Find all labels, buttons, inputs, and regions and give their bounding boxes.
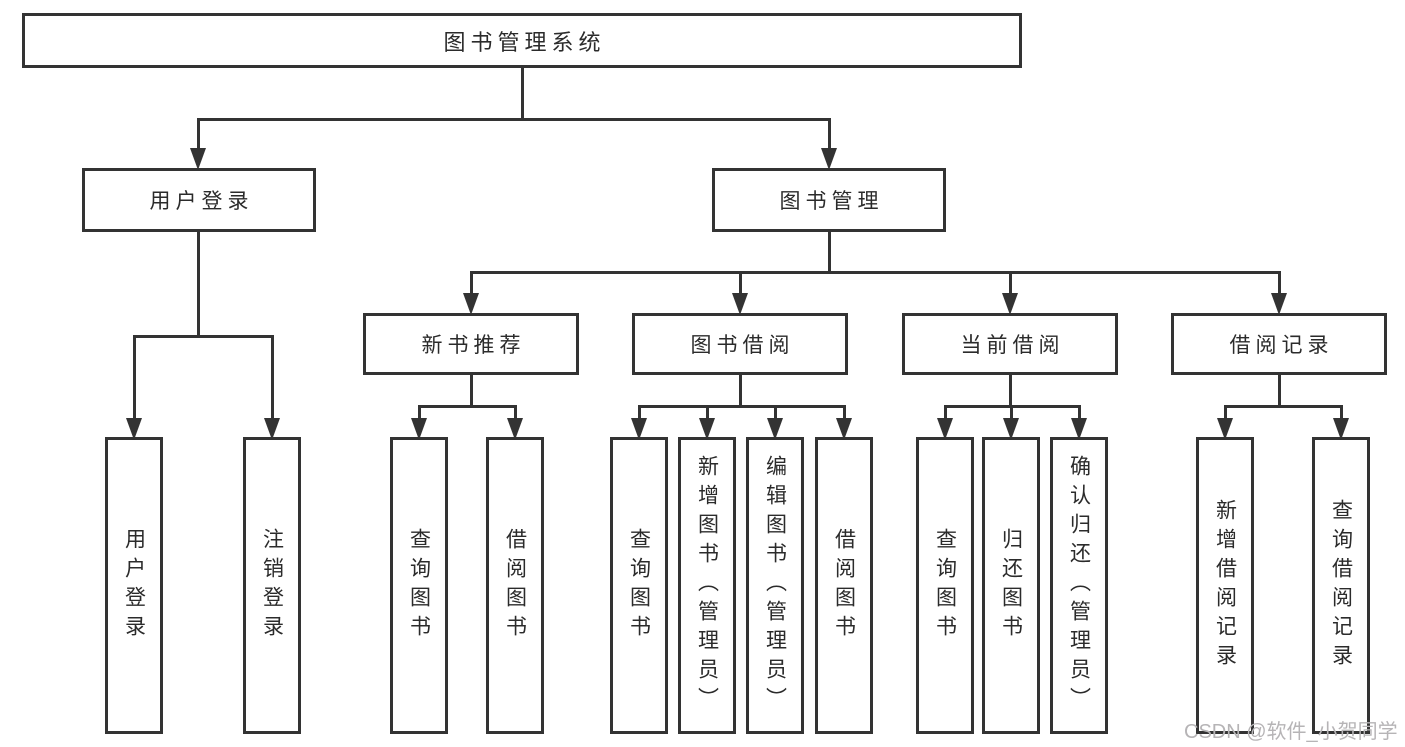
connector-vline	[132, 336, 136, 421]
arrow-down-icon	[937, 418, 953, 440]
leaf-query-books-current: 查询图书	[916, 437, 974, 734]
leaf-add-borrow-record-label: 新增借阅记录	[1213, 498, 1237, 673]
leaf-user-login-label: 用户登录	[122, 527, 146, 644]
leaf-query-books-recommend-label: 查询图书	[407, 527, 431, 644]
node-borrowing-records-label: 借阅记录	[1229, 334, 1334, 357]
arrow-down-icon	[732, 293, 748, 315]
node-book-management-label: 图书管理	[779, 190, 884, 213]
node-current-borrowing-label: 当前借阅	[960, 334, 1065, 357]
node-book-management: 图书管理	[712, 168, 946, 232]
arrow-down-icon	[264, 418, 280, 440]
arrow-down-icon	[507, 418, 523, 440]
leaf-query-books-borrowing: 查询图书	[610, 437, 668, 734]
arrow-down-icon	[1071, 418, 1087, 440]
connector-vline	[417, 406, 421, 421]
arrow-down-icon	[1271, 293, 1287, 315]
connector-vline	[943, 406, 947, 421]
arrow-down-icon	[1333, 418, 1349, 440]
leaf-edit-books-admin: 编辑图书（管理员）	[746, 437, 804, 734]
connector-vline	[637, 406, 641, 421]
connector-vline	[1339, 406, 1343, 421]
connector-vline	[738, 373, 742, 406]
arrow-down-icon	[1217, 418, 1233, 440]
leaf-query-books-current-label: 查询图书	[933, 527, 957, 644]
connector-vline	[196, 232, 200, 336]
arrow-down-icon	[836, 418, 852, 440]
connector-vline	[1009, 406, 1013, 421]
leaf-borrow-books-label: 借阅图书	[832, 527, 856, 644]
arrow-down-icon	[631, 418, 647, 440]
node-book-borrowing-label: 图书借阅	[690, 334, 795, 357]
connector-hline	[417, 404, 517, 408]
leaf-query-borrow-record-label: 查询借阅记录	[1329, 498, 1353, 673]
connector-vline	[827, 232, 831, 272]
leaf-logout-label: 注销登录	[260, 527, 284, 644]
arrow-down-icon	[1003, 418, 1019, 440]
leaf-logout: 注销登录	[243, 437, 301, 734]
connector-vline	[705, 406, 709, 421]
connector-hline	[637, 404, 846, 408]
connector-hline	[132, 334, 274, 338]
arrow-down-icon	[1002, 293, 1018, 315]
node-book-borrowing: 图书借阅	[632, 313, 848, 375]
arrow-down-icon	[699, 418, 715, 440]
connector-vline	[1223, 406, 1227, 421]
leaf-add-books-admin: 新增图书（管理员）	[678, 437, 736, 734]
connector-vline	[469, 373, 473, 406]
node-root-label: 图书管理系统	[443, 29, 606, 55]
node-user-login-label: 用户登录	[149, 190, 254, 213]
connector-vline	[1008, 272, 1012, 297]
arrow-down-icon	[463, 293, 479, 315]
leaf-query-borrow-record: 查询借阅记录	[1312, 437, 1370, 734]
arrow-down-icon	[190, 148, 206, 170]
connector-vline	[1077, 406, 1081, 421]
node-new-book-recommend: 新书推荐	[363, 313, 579, 375]
node-user-login: 用户登录	[82, 168, 316, 232]
connector-hline	[196, 117, 831, 121]
leaf-borrow-books-recommend-label: 借阅图书	[503, 527, 527, 644]
leaf-borrow-books-recommend: 借阅图书	[486, 437, 544, 734]
leaf-confirm-return-admin-label: 确认归还（管理员）	[1067, 455, 1091, 716]
csdn-watermark: CSDN @软件_小贺同学	[1184, 721, 1398, 743]
connector-vline	[469, 272, 473, 297]
connector-vline	[827, 119, 831, 152]
leaf-query-books-borrowing-label: 查询图书	[627, 527, 651, 644]
node-borrowing-records: 借阅记录	[1171, 313, 1387, 375]
leaf-query-books-recommend: 查询图书	[390, 437, 448, 734]
connector-vline	[1277, 373, 1281, 406]
node-current-borrowing: 当前借阅	[902, 313, 1118, 375]
connector-vline	[773, 406, 777, 421]
leaf-borrow-books: 借阅图书	[815, 437, 873, 734]
connector-vline	[738, 272, 742, 297]
connector-vline	[270, 336, 274, 421]
leaf-confirm-return-admin: 确认归还（管理员）	[1050, 437, 1108, 734]
connector-vline	[513, 406, 517, 421]
connector-vline	[842, 406, 846, 421]
leaf-add-borrow-record: 新增借阅记录	[1196, 437, 1254, 734]
connector-hline	[1223, 404, 1343, 408]
leaf-return-books: 归还图书	[982, 437, 1040, 734]
arrow-down-icon	[411, 418, 427, 440]
leaf-user-login: 用户登录	[105, 437, 163, 734]
arrow-down-icon	[821, 148, 837, 170]
connector-vline	[520, 67, 524, 119]
leaf-add-books-admin-label: 新增图书（管理员）	[695, 455, 719, 716]
node-new-book-recommend-label: 新书推荐	[421, 334, 526, 357]
connector-vline	[1008, 373, 1012, 406]
leaf-return-books-label: 归还图书	[999, 527, 1023, 644]
node-root: 图书管理系统	[22, 13, 1022, 68]
leaf-edit-books-admin-label: 编辑图书（管理员）	[763, 455, 787, 716]
connector-vline	[1277, 272, 1281, 297]
connector-hline	[469, 270, 1281, 274]
arrow-down-icon	[767, 418, 783, 440]
arrow-down-icon	[126, 418, 142, 440]
connector-vline	[196, 119, 200, 152]
